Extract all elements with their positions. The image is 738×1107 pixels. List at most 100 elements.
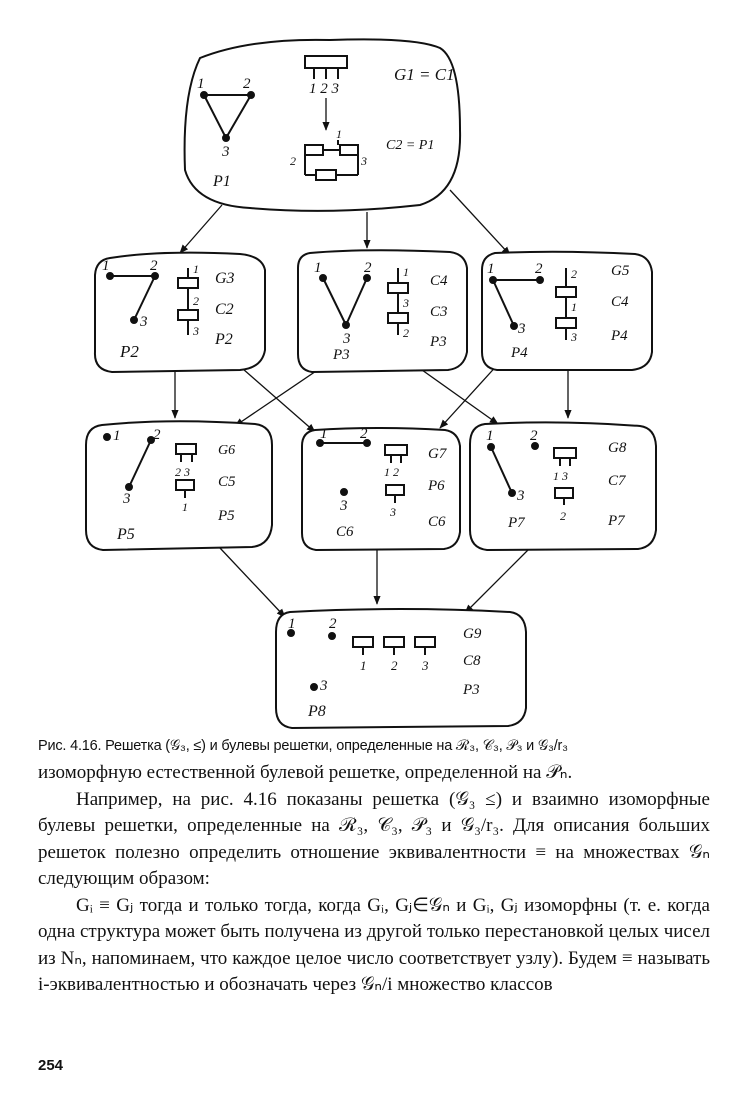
svg-text:3: 3 [570,330,577,344]
svg-text:G9: G9 [463,626,482,642]
svg-text:P8: P8 [307,703,326,720]
graph-node [151,272,159,280]
partition-block [352,636,374,648]
svg-text:P7: P7 [607,513,626,529]
panel-p3-labels: 1 2 3 1 3 2 C4 C3 P3 P3 [314,260,448,363]
lattice-arrows [171,189,572,618]
body-text: изоморфную естественной булевой решетке,… [38,760,710,999]
partition-block [414,636,436,648]
svg-text:G7: G7 [428,446,448,462]
svg-text:2: 2 [153,427,161,443]
partition-block [175,479,195,491]
node-label: 2 [243,76,251,92]
svg-text:C6: C6 [428,514,446,530]
arrow [439,361,501,429]
partition-block [177,309,199,321]
panel-p3 [297,249,468,374]
svg-text:P6: P6 [427,478,445,494]
panel-p4-content [489,268,577,340]
svg-text:3: 3 [516,488,525,504]
svg-text:3: 3 [319,678,328,694]
panel-outlines [85,38,657,730]
graph-node [510,322,518,330]
svg-text:2: 2 [560,509,566,523]
partition-block [553,447,577,459]
svg-text:1: 1 [403,265,409,279]
svg-text:C6: C6 [336,524,354,540]
svg-text:C7: C7 [608,473,627,489]
partition-block [554,487,574,499]
page-number: 254 [38,1057,64,1074]
graph-node [340,488,348,496]
svg-text:1: 1 [487,261,495,277]
svg-text:P2: P2 [214,331,233,348]
svg-text:3: 3 [139,314,148,330]
graph-node [489,276,497,284]
partition-label: 2 [290,154,296,168]
graph-node [247,91,255,99]
svg-text:3: 3 [192,324,199,338]
partition-block [387,282,409,294]
panel-p7-content [487,442,577,505]
arrow [449,189,511,256]
partition-block [383,636,405,648]
svg-text:3: 3 [421,658,429,673]
svg-text:C8: C8 [463,653,481,669]
svg-text:1: 1 [571,300,577,314]
svg-text:C2: C2 [215,301,234,318]
partition-block [177,277,199,289]
svg-text:1: 1 [182,500,188,514]
graph-node [508,489,516,497]
svg-text:1: 1 [102,258,110,274]
svg-text:G6: G6 [218,443,235,458]
svg-text:1: 1 [314,260,322,276]
svg-text:2: 2 [530,428,538,444]
graph-node [536,276,544,284]
graph-node [487,443,495,451]
svg-text:C4: C4 [430,273,448,289]
paragraph: Gᵢ ≡ Gⱼ тогда и только тогда, когда Gᵢ, … [38,894,710,996]
partition-label: 1 [336,127,342,141]
svg-text:P3: P3 [332,347,350,363]
graph-edges [203,94,253,141]
panel-p5-labels: 1 2 3 2 3 1 G6 C5 P5 P5 [113,427,236,543]
svg-text:1: 1 [486,428,494,444]
partition-block [385,484,405,496]
svg-text:2: 2 [403,326,409,340]
panel-top-labels: 1 2 3 1 2 3 1 2 3 G1 = C1 C2 = P1 P1 [197,65,455,190]
svg-text:1 3: 1 3 [553,469,568,483]
svg-text:C3: C3 [430,304,448,320]
graph-node [342,321,350,329]
partition-block [339,144,359,156]
svg-text:G8: G8 [608,440,627,456]
arrow [414,364,499,425]
panel-p7 [469,421,657,552]
partition-block [315,169,337,181]
svg-text:1: 1 [360,658,367,673]
svg-text:P7: P7 [507,515,526,531]
svg-text:P4: P4 [610,328,628,344]
partition-label: 3 [360,154,367,168]
panel-p2-labels: 1 2 3 1 2 3 G3 C2 P2 P2 [102,258,235,361]
panel-bottom-content [287,629,436,691]
svg-text:2: 2 [150,258,158,274]
svg-text:1: 1 [288,616,296,632]
graph-node [103,433,111,441]
svg-text:G5: G5 [611,263,630,279]
graph-node [147,436,155,444]
graph-node [310,683,318,691]
lattice-figure: 1 2 3 1 2 3 1 2 3 G1 = C1 C2 = P1 P1 1 2… [85,38,657,730]
panel-p5-content [103,433,197,498]
partition-block [555,286,577,298]
svg-text:1 2: 1 2 [384,465,399,479]
svg-text:3: 3 [517,321,526,337]
partition-block [304,55,348,69]
arrow [464,547,531,614]
arrow [234,364,326,427]
svg-text:3: 3 [342,331,351,347]
svg-text:3: 3 [402,296,409,310]
graph-node [316,439,324,447]
graph-node [200,91,208,99]
panel-p4-labels: 1 2 3 2 1 3 G5 C4 P4 P4 [487,261,630,361]
node-label: 1 [197,76,205,92]
